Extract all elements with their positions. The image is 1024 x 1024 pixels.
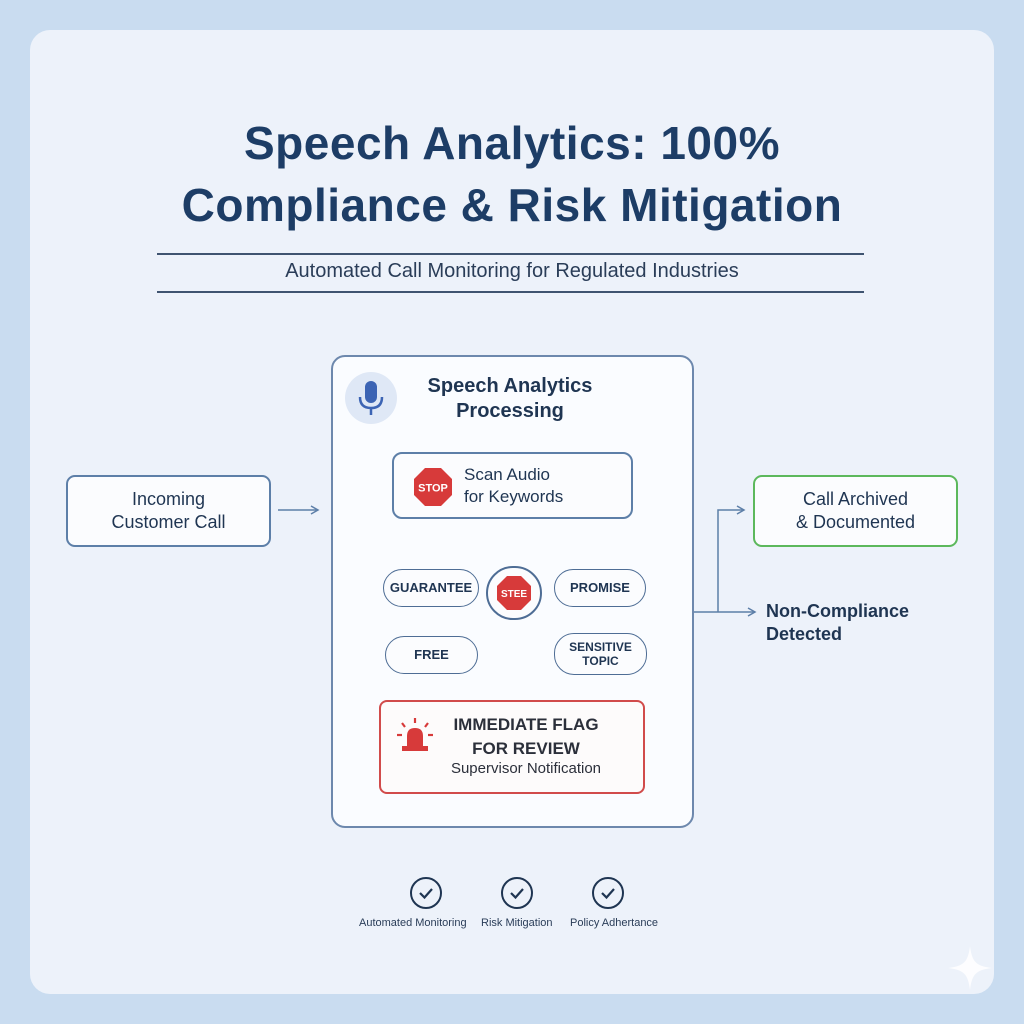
call-archived-label: Call Archived & Documented — [796, 488, 915, 534]
scan-audio-line-1: Scan Audio — [464, 465, 551, 484]
stop-sign-center-icon: STEE — [497, 576, 531, 610]
scan-audio-line-2: for Keywords — [464, 487, 564, 506]
keyword-free-label: FREE — [414, 647, 449, 662]
call-archived-line-2: & Documented — [795, 512, 916, 532]
noncompliance-line-1: Non-Compliance — [766, 601, 910, 621]
stop-sign-icon: STOP — [414, 468, 452, 506]
call-archived-box: Call Archived & Documented — [753, 475, 958, 547]
incoming-call-box: Incoming Customer Call — [66, 475, 271, 547]
keyword-promise-label: PROMISE — [570, 580, 630, 595]
processor-title-line-1: Speech Analytics — [427, 375, 593, 397]
subtitle-top-rule — [157, 253, 864, 255]
processor-title-line-2: Processing — [456, 400, 564, 422]
benefit-risk-mitigation: Risk Mitigation — [481, 917, 553, 929]
page-subtitle: Automated Call Monitoring for Regulated … — [285, 260, 739, 282]
check-circle-icon — [592, 877, 624, 909]
keyword-sensitive-line-2: TOPIC — [582, 654, 619, 668]
noncompliance-line-2: Detected — [766, 624, 843, 644]
keyword-guarantee-label: GUARANTEE — [389, 580, 473, 595]
keyword-promise: PROMISE — [554, 569, 646, 607]
benefit-policy-adherence: Policy Adhertance — [570, 917, 659, 929]
page-title-line-1: Speech Analytics: 100% — [244, 117, 780, 169]
stop-center-label: STEE — [501, 589, 527, 600]
keyword-sensitive-label: SENSITIVE TOPIC — [569, 640, 632, 668]
flag-subtitle: Supervisor Notification — [450, 760, 602, 777]
keyword-free: FREE — [385, 636, 478, 674]
noncompliance-label: Non-Compliance Detected — [766, 600, 966, 646]
flag-title: IMMEDIATE FLAG FOR REVIEW — [440, 713, 612, 761]
call-archived-line-1: Call Archived — [802, 489, 909, 509]
microphone-badge — [345, 372, 397, 424]
scan-audio-label: Scan Audio for Keywords — [464, 464, 563, 508]
flag-title-line-2: FOR REVIEW — [472, 739, 580, 758]
processor-title: Speech Analytics Processing — [395, 374, 625, 424]
keyword-sensitive-line-1: SENSITIVE — [569, 640, 632, 654]
check-circle-icon — [410, 877, 442, 909]
check-circle-icon — [501, 877, 533, 909]
microphone-icon — [358, 381, 384, 415]
page-title: Speech Analytics: 100% Compliance & Risk… — [0, 112, 1024, 236]
incoming-call-label: Incoming Customer Call — [111, 489, 226, 532]
sparkle-icon — [948, 946, 992, 990]
flag-title-line-1: IMMEDIATE FLAG — [453, 715, 599, 734]
benefit-automated-monitoring: Automated Monitoring — [359, 917, 467, 929]
arrow-to-archived — [717, 505, 746, 612]
keyword-sensitive-topic: SENSITIVE TOPIC — [554, 633, 647, 675]
subtitle-bottom-rule — [157, 291, 864, 293]
stop-sign-label: STOP — [418, 483, 448, 495]
keyword-guarantee: GUARANTEE — [383, 569, 479, 607]
page-title-line-2: Compliance & Risk Mitigation — [181, 179, 843, 231]
alarm-light-icon — [397, 718, 433, 751]
